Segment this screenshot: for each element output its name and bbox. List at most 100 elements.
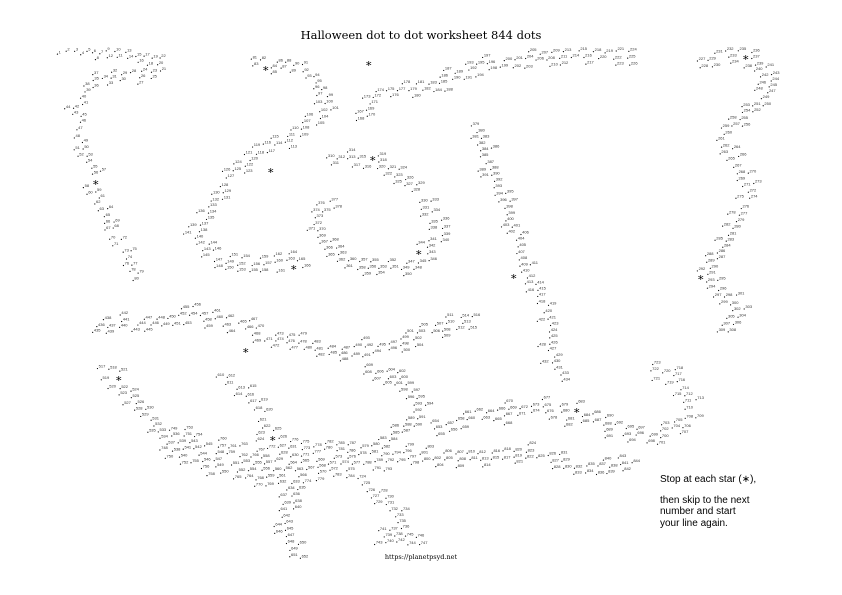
dot bbox=[91, 167, 93, 169]
dot-number: 106 bbox=[307, 112, 314, 117]
dot bbox=[312, 342, 314, 344]
dot-number: 636 bbox=[293, 491, 300, 496]
dot bbox=[238, 322, 240, 324]
dot bbox=[723, 133, 725, 135]
dot-number: 323 bbox=[396, 172, 403, 177]
dot-number: 352 bbox=[390, 257, 397, 262]
dot-number: 497 bbox=[391, 339, 398, 344]
dot-number: 563 bbox=[297, 466, 304, 471]
dot-number: 799 bbox=[407, 442, 414, 447]
dot bbox=[410, 463, 412, 465]
dot-number: 21 bbox=[162, 66, 167, 71]
dot-number: 515 bbox=[470, 324, 477, 329]
dot bbox=[100, 379, 102, 381]
dot bbox=[143, 318, 145, 320]
dot bbox=[731, 125, 733, 127]
dot bbox=[364, 346, 366, 348]
dot bbox=[385, 542, 387, 544]
dot bbox=[120, 238, 122, 241]
dot bbox=[203, 445, 206, 447]
dot bbox=[754, 89, 756, 91]
dot bbox=[205, 218, 208, 221]
dot-number: 776 bbox=[292, 437, 299, 442]
dot-number: 448 bbox=[158, 314, 165, 319]
dot-number: 173 bbox=[364, 93, 371, 98]
dot bbox=[412, 96, 414, 98]
dot-number: 262 bbox=[723, 142, 730, 147]
dot bbox=[560, 374, 562, 376]
dot bbox=[372, 379, 374, 381]
dot-number: 645 bbox=[287, 526, 294, 531]
dot-number: 237 bbox=[753, 54, 760, 59]
dot-number: 771 bbox=[303, 451, 310, 456]
dot-number: 722 bbox=[652, 366, 659, 371]
dot-number: 779 bbox=[318, 476, 325, 481]
dot bbox=[726, 159, 728, 161]
dot-number: 628 bbox=[281, 449, 288, 454]
dot bbox=[256, 433, 258, 436]
dot-number: 68 bbox=[114, 223, 119, 228]
dot-number: 656 bbox=[451, 426, 458, 431]
dot bbox=[439, 76, 441, 78]
dot bbox=[104, 229, 106, 231]
dot-number: 90 bbox=[295, 61, 300, 66]
dot bbox=[770, 80, 772, 82]
dot bbox=[527, 444, 529, 446]
dot bbox=[313, 76, 315, 78]
dot bbox=[86, 50, 88, 52]
dot-number: 162 bbox=[276, 251, 283, 256]
dot bbox=[387, 168, 390, 170]
dot bbox=[316, 94, 318, 97]
dot bbox=[433, 90, 435, 93]
dot bbox=[466, 418, 468, 421]
dot-number: 229 bbox=[709, 56, 716, 61]
dot bbox=[214, 266, 216, 269]
dot bbox=[738, 155, 740, 158]
dot-number: 624 bbox=[258, 436, 265, 441]
dot bbox=[193, 448, 195, 450]
dot-number: 828 bbox=[554, 464, 561, 469]
dot bbox=[157, 64, 159, 66]
dot bbox=[528, 51, 530, 53]
dot-number: 754 bbox=[196, 432, 203, 437]
dot-number: 92 bbox=[304, 67, 309, 72]
dot-number: 321 bbox=[390, 164, 397, 169]
dot-number: 704 bbox=[673, 423, 680, 428]
dot-number: 617 bbox=[250, 398, 257, 403]
dot-number: 435 bbox=[94, 328, 101, 333]
dot bbox=[496, 409, 499, 411]
dot-number: 456 bbox=[194, 302, 201, 307]
dot bbox=[86, 155, 88, 157]
dot bbox=[245, 328, 247, 330]
dot bbox=[517, 414, 519, 417]
dot-number: 477 bbox=[291, 344, 298, 349]
dot bbox=[389, 529, 391, 531]
dot-number: 240 bbox=[756, 66, 763, 71]
dot-number: 70 bbox=[111, 234, 116, 239]
dot bbox=[390, 96, 392, 98]
dot bbox=[561, 460, 563, 462]
dot bbox=[656, 443, 659, 445]
dot-number: 33 bbox=[109, 80, 114, 85]
dot bbox=[709, 267, 711, 269]
dot bbox=[324, 248, 326, 250]
dot bbox=[425, 404, 427, 406]
dot-number: 144 bbox=[210, 239, 217, 244]
dot-number: 380 bbox=[478, 128, 485, 133]
dot bbox=[190, 462, 192, 464]
dot-number: 647 bbox=[288, 532, 295, 537]
dot-number: 673 bbox=[533, 402, 540, 407]
dot bbox=[73, 149, 75, 151]
dot-number: 637 bbox=[280, 492, 287, 497]
dot bbox=[504, 402, 506, 404]
dot-number: 353 bbox=[380, 264, 387, 269]
dot-number: 841 bbox=[622, 460, 629, 465]
dot bbox=[286, 342, 288, 344]
dot bbox=[204, 327, 206, 329]
dot bbox=[573, 467, 576, 469]
dot bbox=[103, 216, 105, 218]
dot-number: 171 bbox=[371, 99, 378, 104]
dot bbox=[108, 368, 110, 370]
dot-number: 77 bbox=[133, 260, 138, 265]
dot-number: 677 bbox=[544, 395, 551, 400]
